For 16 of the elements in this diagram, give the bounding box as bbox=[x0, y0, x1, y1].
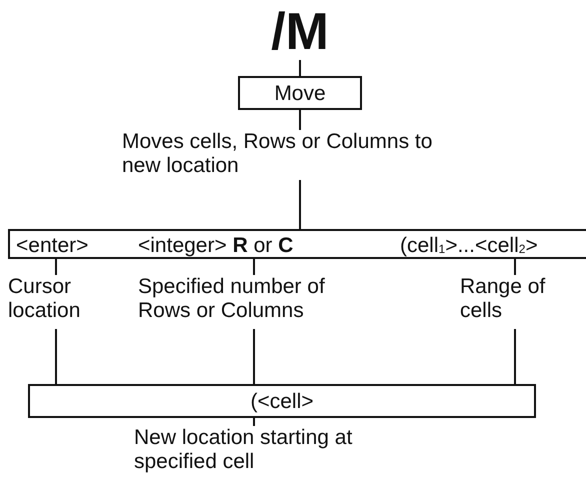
connector-line bbox=[299, 60, 301, 76]
command-box: Move bbox=[238, 76, 362, 110]
connector-line bbox=[514, 329, 516, 384]
option-bar bbox=[8, 229, 586, 259]
connector-line bbox=[253, 418, 255, 426]
command-key-label: /M bbox=[240, 4, 360, 60]
option-text: <enter> bbox=[16, 234, 102, 258]
connector-line bbox=[299, 110, 301, 130]
connector-line bbox=[299, 180, 301, 229]
parameter-box: (<cell> bbox=[28, 384, 536, 418]
connector-line bbox=[55, 259, 57, 275]
connector-line bbox=[253, 329, 255, 384]
connector-line bbox=[55, 329, 57, 384]
connector-line bbox=[514, 259, 516, 275]
option-text: <integer> R or C bbox=[138, 234, 338, 258]
connector-line bbox=[253, 259, 255, 275]
